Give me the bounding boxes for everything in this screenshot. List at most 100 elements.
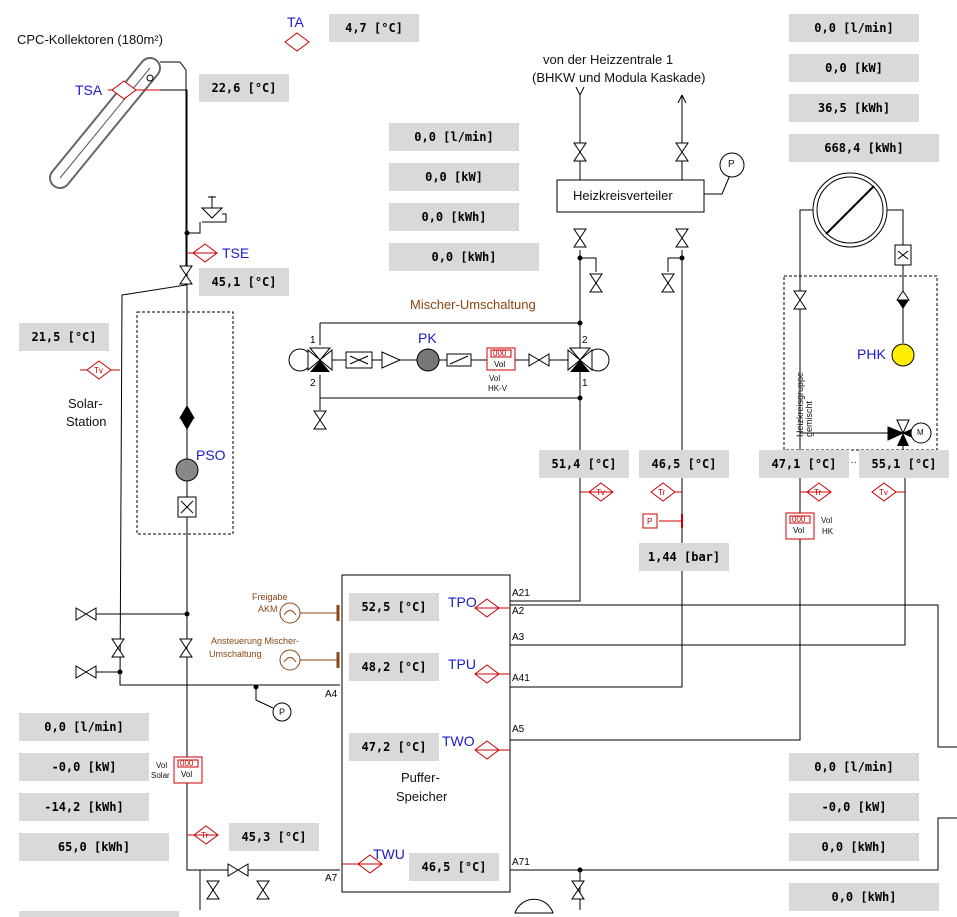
- t-vl-mixer-value: 51,4 [°C]: [539, 450, 629, 478]
- mixer-valve: [528, 353, 550, 367]
- mixer-drain-valve: [313, 410, 327, 430]
- tank-drain-valve: [571, 880, 585, 900]
- solar-station-label-2: Station: [66, 414, 107, 429]
- storage-label-2: Speicher: [396, 789, 448, 804]
- cpc-collector: [49, 57, 161, 189]
- top-energy-value: 36,5 [kWh]: [789, 94, 919, 122]
- pk-label: PK: [418, 330, 437, 346]
- bottom-energy-total-value: 0,0 [kWh]: [789, 883, 939, 911]
- solar-flow-value: 0,0 [l/min]: [19, 713, 149, 741]
- t-vl-hk-value: 55,1 [°C]: [859, 450, 949, 478]
- drain-valve-2: [75, 665, 97, 679]
- supply-valve-in: [573, 142, 587, 162]
- solar-energy-value: -14,2 [kWh]: [19, 793, 149, 821]
- solar-meter-digits: 000: [180, 759, 194, 768]
- ta-sensor-icon: [284, 32, 310, 52]
- storage-label-1: Puffer-: [401, 770, 440, 785]
- top-power-value: 0,0 [kW]: [789, 54, 919, 82]
- port-a21: A21: [512, 588, 530, 599]
- solar-valve-left: [111, 638, 125, 658]
- tr-solar-text: Tr: [201, 831, 209, 840]
- gauge-p-solar-text: P: [279, 707, 286, 717]
- solar-energy-total-value: 65,0 [kWh]: [19, 833, 169, 861]
- t-rl-mixer-value: 46,5 [°C]: [639, 450, 729, 478]
- tr-mixer-text: Tr: [658, 488, 666, 497]
- port-v2-left: 2: [310, 378, 316, 389]
- distributor-label: Heizkreisverteiler: [573, 188, 673, 203]
- tpu-value: 48,2 [°C]: [349, 653, 439, 681]
- hkv-meter-caption-2: HK-V: [488, 384, 508, 393]
- hk-power-value: 0,0 [kW]: [389, 163, 519, 191]
- tse-value: 45,1 [°C]: [199, 268, 289, 296]
- twu-label: TWU: [373, 846, 405, 862]
- dots-connector: ···: [847, 457, 857, 468]
- hk-meter-caption-1: Vol: [821, 516, 833, 525]
- port-a5: A5: [512, 724, 525, 735]
- pressure-p-text: P: [647, 517, 653, 526]
- hkv-meter-digits: 000: [493, 349, 507, 358]
- mixer-control-label-1: Ansteuerung Mischer-: [211, 636, 300, 646]
- solar-valve-right: [179, 638, 193, 658]
- hk-valve-return: [793, 290, 807, 310]
- release-akm-label-2: AKM: [258, 604, 278, 614]
- solar-pump-pso: [175, 458, 199, 482]
- solar-valve-top: [179, 265, 193, 285]
- solar-meter-caption-2: Solar: [151, 771, 170, 780]
- mixer-switch-label: Mischer-Umschaltung: [410, 297, 536, 312]
- tse-label: TSE: [222, 245, 250, 261]
- hk-energy-value-2: 0,0 [kWh]: [389, 243, 539, 271]
- port-v2-right: 2: [582, 335, 588, 346]
- motor-m-text: M: [917, 428, 924, 437]
- bottom-valve: [227, 863, 249, 877]
- hkv-meter-vol: Vol: [494, 360, 506, 369]
- port-v1-left: 1: [310, 335, 316, 346]
- hk-meter-digits: 000: [792, 515, 806, 524]
- hk-meter-vol: Vol: [793, 526, 805, 535]
- ta-label: TA: [287, 14, 304, 30]
- port-a2: A2: [512, 606, 525, 617]
- bottom-valve-2: [206, 880, 220, 900]
- tv-solar-value: 21,5 [°C]: [19, 323, 109, 351]
- bottom-valve-3: [256, 880, 270, 900]
- supply-label-1: von der Heizzentrale 1: [543, 52, 674, 67]
- tsa-label: TSA: [75, 82, 103, 98]
- solar-pipes: [76, 61, 340, 910]
- distributor-valve-l: [573, 228, 587, 248]
- solar-meter-caption-1: Vol: [156, 761, 168, 770]
- solar-station-label-1: Solar-: [68, 396, 103, 411]
- tpu-label: TPU: [448, 656, 476, 672]
- t-rl-solar-value: 45,3 [°C]: [229, 823, 319, 851]
- hk-meter-caption-2: HK: [822, 527, 834, 536]
- vent-valve-l: [589, 273, 603, 293]
- drain-valve-1: [75, 607, 97, 621]
- solar-extra-value: [19, 911, 179, 917]
- bottom-energy-value: 0,0 [kWh]: [789, 833, 919, 861]
- port-v1-right: 1: [582, 378, 588, 389]
- distributor-valve-r: [675, 228, 689, 248]
- hkv-meter-caption-1: Vol: [489, 374, 501, 383]
- ta-value: 4,7 [°C]: [329, 14, 419, 42]
- heating-group-frame: [783, 275, 938, 451]
- heating-group-label: Heizkreisgruppe gemischt: [795, 371, 814, 437]
- safety-valve-icon: [200, 196, 227, 223]
- port-a7: A7: [325, 873, 338, 884]
- bottom-flow-value: 0,0 [l/min]: [789, 753, 919, 781]
- tv-solar-text: Tv: [94, 366, 103, 375]
- solar-meter-vol: Vol: [181, 770, 193, 779]
- tpo-label: TPO: [448, 594, 477, 610]
- mixer-pump-pk: [416, 348, 440, 372]
- heating-distributor: [556, 179, 705, 213]
- vent-valve-r: [661, 273, 675, 293]
- solar-station-frame: [136, 311, 234, 535]
- release-akm-label-1: Freigabe: [252, 592, 288, 602]
- mixer-control-label-2: Umschaltung: [209, 649, 262, 659]
- pressure-gauge-top: [719, 152, 745, 178]
- top-energy-total-value: 668,4 [kWh]: [789, 134, 939, 162]
- port-a41: A41: [512, 673, 530, 684]
- heating-pump-phk: [891, 343, 915, 367]
- bottom-power-value: -0,0 [kW]: [789, 793, 919, 821]
- supply-label-2: (BHKW und Modula Kaskade): [532, 70, 706, 85]
- solar-power-value: -0,0 [kW]: [19, 753, 149, 781]
- hk-flow-value: 0,0 [l/min]: [389, 123, 519, 151]
